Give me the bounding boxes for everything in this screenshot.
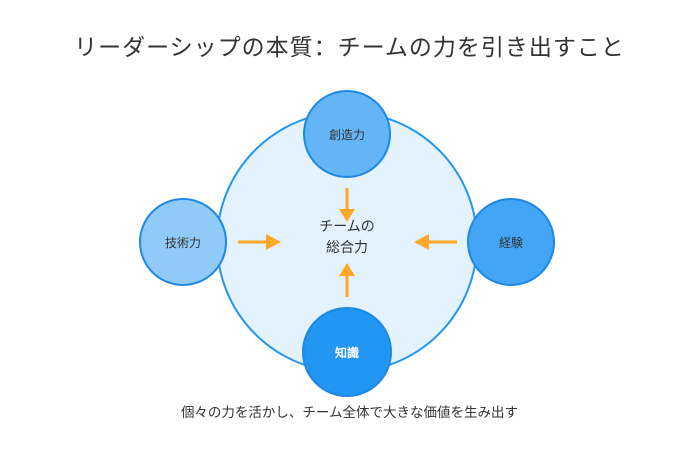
arrowhead-bottom	[339, 263, 355, 276]
center-label-line2: 総合力	[326, 240, 368, 256]
node-experience-circle	[467, 198, 555, 286]
node-creativity-circle	[303, 90, 391, 178]
arrowhead-right	[414, 234, 429, 250]
arrowhead-left	[266, 234, 281, 250]
node-knowledge: 知識	[302, 307, 392, 397]
node-technical-skill-label: 技術力	[165, 236, 201, 250]
arrowhead-top	[339, 209, 355, 222]
arrows	[238, 188, 457, 297]
node-creativity: 創造力	[303, 90, 391, 178]
node-creativity-label: 創造力	[329, 128, 365, 142]
diagram-title: リーダーシップの本質：チームの力を引き出すこと	[74, 35, 625, 61]
diagram-caption: 個々の力を活かし、チーム全体で大きな価値を生み出す	[180, 405, 519, 421]
node-experience: 経験	[467, 198, 555, 286]
node-knowledge-circle	[302, 307, 392, 397]
node-knowledge-label: 知識	[334, 345, 359, 360]
node-technical-skill: 技術力	[139, 198, 227, 286]
center-label-line1: チームの	[319, 219, 375, 235]
node-experience-label: 経験	[499, 235, 523, 250]
node-technical-skill-circle	[139, 198, 227, 286]
